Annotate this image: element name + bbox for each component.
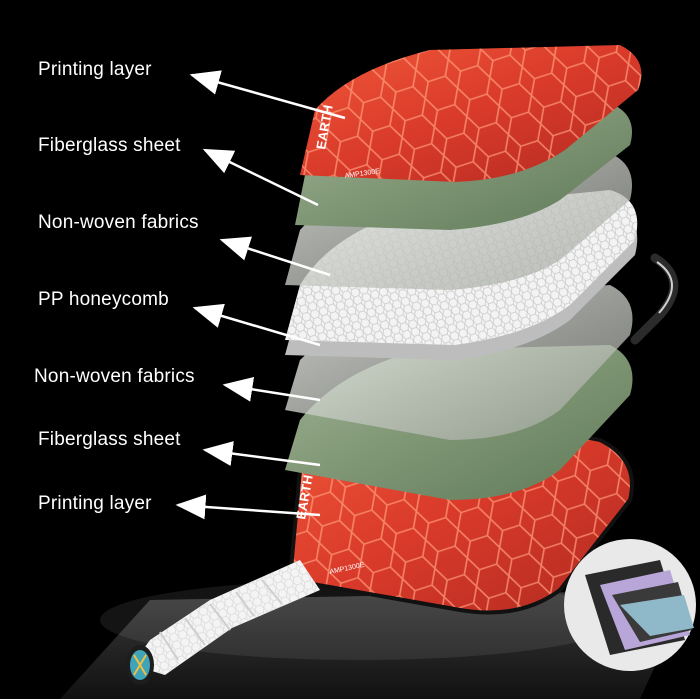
label-pp-honeycomb: PP honeycomb: [38, 289, 169, 310]
label-fiberglass-sheet-top: Fiberglass sheet: [38, 135, 181, 156]
edge-guard: [630, 253, 679, 345]
label-non-woven-fabrics-bottom: Non-woven fabrics: [34, 366, 195, 387]
arrow-non-woven-bottom: [222, 376, 321, 402]
arrow-fiberglass-bottom: [202, 441, 321, 467]
arrow-non-woven-top: [219, 236, 331, 277]
arrow-printing-layer-bottom: [175, 494, 321, 520]
printing-layer-top-sheet: EARTH AMP1300E: [300, 45, 642, 182]
arrow-fiberglass-top: [202, 148, 319, 207]
arrow-printing-layer-top: [189, 70, 346, 120]
label-non-woven-fabrics-top: Non-woven fabrics: [38, 212, 199, 233]
carbon-sample-inset: [564, 539, 696, 671]
arrow-pp-honeycomb: [192, 303, 321, 347]
paddle-handle: [126, 560, 320, 685]
callout-arrows: [175, 70, 346, 520]
label-fiberglass-sheet-bottom: Fiberglass sheet: [38, 429, 181, 450]
paddle-model-top: AMP1300E: [344, 168, 380, 180]
label-printing-layer-top: Printing layer: [38, 59, 152, 80]
label-printing-layer-bottom: Printing layer: [38, 493, 152, 514]
